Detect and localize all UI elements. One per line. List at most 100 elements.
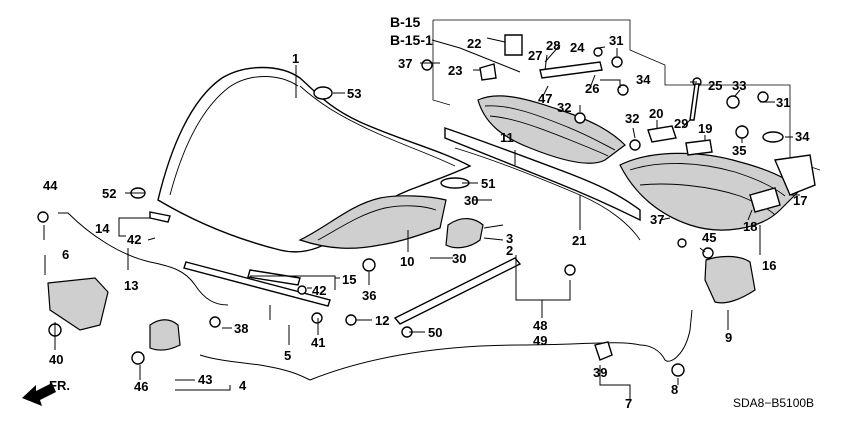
callout-31a: 31 [609, 33, 623, 48]
callout-43: 43 [198, 372, 212, 387]
callout-49: 49 [533, 333, 547, 348]
bracket-18 [749, 187, 781, 213]
callout-38: 38 [234, 321, 248, 336]
hood-latch-cable [47, 212, 756, 381]
callout-19: 19 [698, 121, 712, 136]
clip-31b [757, 91, 769, 103]
callout-31b: 31 [776, 95, 790, 110]
hood-hinge [445, 218, 484, 249]
ref-b15-1: B-15-1 [390, 32, 433, 48]
callout-27: 27 [528, 48, 542, 63]
callout-42b: 42 [312, 283, 326, 298]
callout-28: 28 [546, 38, 560, 53]
callout-9: 9 [725, 330, 732, 345]
callout-32b: 32 [625, 111, 639, 126]
callout-34a: 34 [636, 72, 651, 87]
callout-46: 46 [134, 379, 148, 394]
clip-53 [313, 86, 333, 100]
callout-8: 8 [671, 382, 678, 397]
callout-5: 5 [284, 348, 291, 363]
callout-30b: 30 [452, 251, 466, 266]
callout-33: 33 [732, 78, 746, 93]
callout-25: 25 [708, 78, 722, 93]
clip-41 [311, 312, 323, 324]
arrow-fr-icon [22, 383, 56, 406]
callout-4: 4 [239, 378, 247, 393]
callout-10: 10 [400, 254, 414, 269]
callout-20: 20 [649, 106, 663, 121]
callout-13: 13 [124, 278, 138, 293]
callout-29: 29 [674, 116, 688, 131]
bracket-22 [504, 34, 523, 56]
hood-insulator [298, 195, 447, 249]
grommet-36 [362, 258, 376, 272]
tube-29 [689, 83, 700, 121]
hood-panel [157, 66, 472, 253]
callout-17: 17 [793, 193, 807, 208]
callout-37b: 37 [650, 212, 664, 227]
clip-37a [421, 59, 433, 71]
callout-26: 26 [585, 81, 599, 96]
callout-7: 7 [625, 396, 632, 411]
callout-3: 3 [506, 231, 513, 246]
callout-1: 1 [292, 51, 299, 66]
callout-32a: 32 [557, 100, 571, 115]
tube-28 [539, 61, 603, 79]
callout-36: 36 [362, 288, 376, 303]
grommet-34b [762, 131, 784, 143]
callout-16: 16 [762, 258, 776, 273]
bolt-48-49 [564, 264, 576, 276]
callout-35: 35 [732, 143, 746, 158]
callout-15: 15 [342, 272, 356, 287]
callout-44: 44 [43, 178, 58, 193]
clip-39 [594, 341, 613, 361]
callout-30a: 30 [464, 193, 478, 208]
callout-45: 45 [702, 230, 716, 245]
clip-24 [593, 47, 603, 57]
callout-42a: 42 [127, 232, 141, 247]
callout-24: 24 [570, 40, 585, 55]
callout-53: 53 [347, 86, 361, 101]
callout-2: 2 [506, 243, 513, 258]
callout-51: 51 [481, 176, 495, 191]
clip-23 [479, 63, 497, 81]
seal-20 [647, 125, 677, 143]
callout-18: 18 [743, 219, 757, 234]
callout-39: 39 [593, 365, 607, 380]
leader-lines [43, 37, 800, 400]
callout-50: 50 [428, 325, 442, 340]
callout-12: 12 [375, 313, 389, 328]
clip-38 [209, 316, 221, 328]
callout-22: 22 [467, 36, 481, 51]
callout-48: 48 [533, 318, 547, 333]
callout-47: 47 [538, 91, 552, 106]
callout-41: 41 [311, 335, 325, 350]
ref-b15: B-15 [390, 14, 421, 30]
callout-labels: B-15 B-15-1 SDA8−B5100B FR. 1 2 3 4 5 6 … [43, 14, 814, 411]
nozzle-32a [574, 112, 586, 124]
callout-23: 23 [448, 63, 462, 78]
clip-8 [671, 363, 685, 377]
callout-11: 11 [500, 130, 514, 145]
diagram-code: SDA8−B5100B [733, 396, 814, 410]
clip-37b [677, 238, 687, 248]
callout-52: 52 [102, 186, 116, 201]
callout-34b: 34 [795, 129, 810, 144]
seal-19 [685, 139, 713, 156]
bumper-12 [345, 314, 357, 326]
bolt-41 [297, 285, 307, 295]
clip-35 [735, 125, 749, 139]
callout-6: 6 [62, 247, 69, 262]
hood-strut [393, 257, 522, 325]
seal-42 [247, 269, 301, 286]
callout-37a: 37 [398, 56, 412, 71]
clip-32b [629, 139, 641, 151]
bolt-45 [702, 247, 714, 259]
fr-label: FR. [49, 378, 70, 393]
bracket-17 [773, 154, 816, 196]
callout-21: 21 [572, 233, 586, 248]
callout-40: 40 [49, 352, 63, 367]
seal-15 [183, 261, 331, 307]
